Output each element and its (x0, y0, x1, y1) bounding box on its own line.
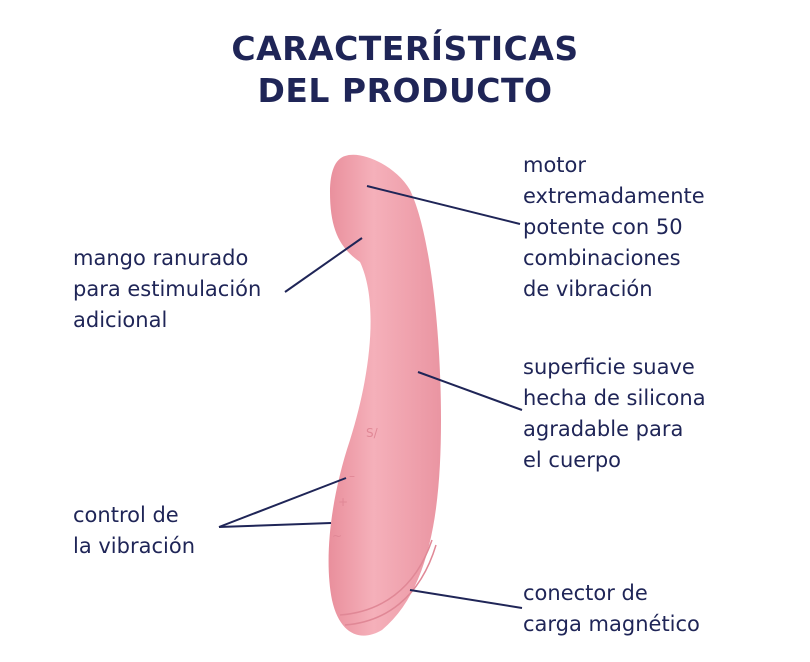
title-line-1: CARACTERÍSTICAS (231, 29, 579, 68)
plus-icon: + (338, 495, 348, 509)
feature-control: control de la vibración (73, 503, 196, 558)
wave-icon: ~ (332, 529, 342, 543)
pointer-surface (417, 371, 523, 411)
pointer-handle (284, 237, 363, 293)
pointer-lines (218, 185, 523, 609)
minus-icon: – (349, 469, 355, 483)
pointer-control-2 (218, 522, 332, 528)
feature-handle: mango ranurado para estimulación adicion… (73, 246, 262, 332)
feature-motor: motor extremadamente potente con 50 comb… (523, 153, 705, 301)
pointer-control-1 (218, 477, 347, 528)
page-title: CARACTERÍSTICAS DEL PRODUCTO (0, 28, 810, 112)
product-ridges (339, 539, 437, 626)
pointer-motor (366, 185, 521, 225)
product-body (328, 154, 441, 636)
feature-surface: superficie suave hecha de silicona agrad… (523, 355, 706, 472)
pointer-connector (409, 589, 523, 609)
title-line-2: DEL PRODUCTO (257, 71, 553, 110)
brand-logo: S/ (366, 426, 379, 440)
feature-connector: conector de carga magnético (523, 581, 700, 636)
